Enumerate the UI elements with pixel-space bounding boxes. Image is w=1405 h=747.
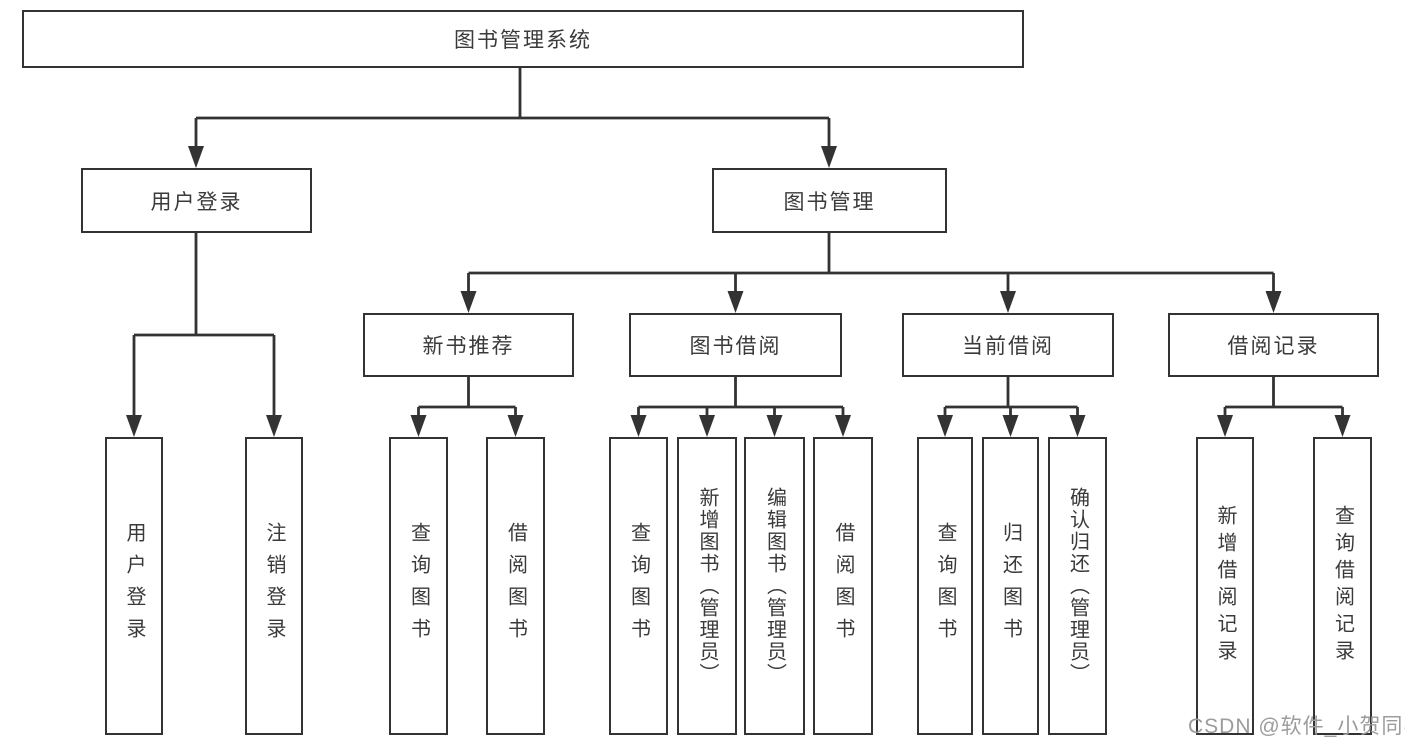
leaf-query-books-borrow: 查询图书 — [609, 437, 668, 735]
leaf-user-login: 用户登录 — [105, 437, 163, 735]
leaf-add-borrow-record: 新增借阅记录 — [1196, 437, 1254, 735]
leaf-borrow-books-recommend: 借阅图书 — [486, 437, 545, 735]
node-book-borrow: 图书借阅 — [629, 313, 842, 377]
node-current-borrow: 当前借阅 — [902, 313, 1114, 377]
leaf-logout: 注销登录 — [245, 437, 303, 735]
leaf-query-books-current: 查询图书 — [917, 437, 973, 735]
node-user-login-branch: 用户登录 — [81, 168, 312, 233]
leaf-query-borrow-record: 查询借阅记录 — [1313, 437, 1372, 735]
node-new-book-recommend: 新书推荐 — [363, 313, 574, 377]
leaf-confirm-return-admin: 确认归还（管理员） — [1048, 437, 1107, 735]
node-borrow-records: 借阅记录 — [1168, 313, 1379, 377]
leaf-borrow-books: 借阅图书 — [813, 437, 873, 735]
node-book-management-branch: 图书管理 — [712, 168, 947, 233]
leaf-return-books: 归还图书 — [982, 437, 1039, 735]
leaf-query-books-recommend: 查询图书 — [389, 437, 448, 735]
leaf-edit-book-admin: 编辑图书（管理员） — [744, 437, 805, 735]
leaf-add-book-admin: 新增图书（管理员） — [677, 437, 737, 735]
node-root-library-system: 图书管理系统 — [22, 10, 1024, 68]
csdn-watermark: CSDN @软件_小贺同学 — [1188, 715, 1405, 738]
